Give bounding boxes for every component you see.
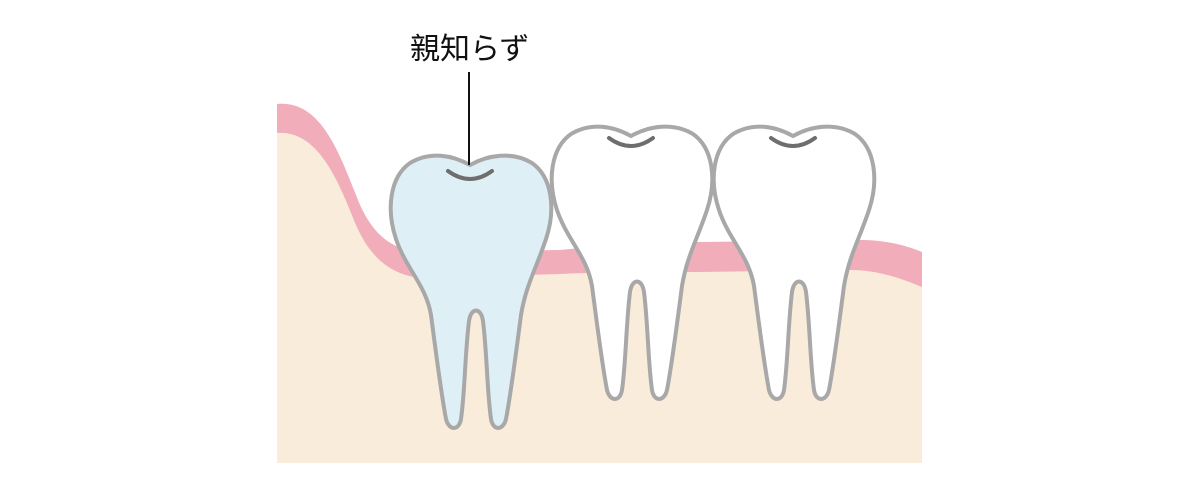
groove — [446, 169, 494, 181]
molar-tooth — [549, 124, 715, 402]
groove — [607, 136, 655, 148]
wisdom-tooth-label: 親知らず — [410, 32, 530, 67]
molar-tooth — [711, 124, 877, 402]
wisdom-tooth — [388, 153, 554, 431]
groove — [769, 136, 817, 148]
